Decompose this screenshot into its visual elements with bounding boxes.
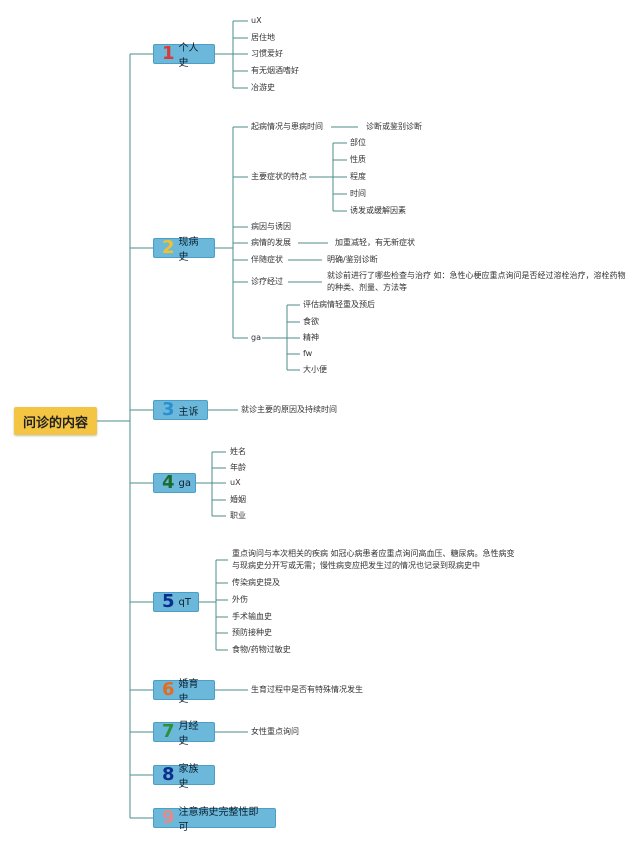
leaf-item: 生育过程中是否有特殊情况发生 xyxy=(251,685,363,694)
category-number: 2 xyxy=(162,237,175,258)
category-number: 5 xyxy=(162,591,175,612)
leaf-item: 女性重点询问 xyxy=(251,727,299,736)
leaf-item: 年龄 xyxy=(230,463,246,472)
leaf-item: 职业 xyxy=(230,511,246,520)
category-3: 3 主诉 xyxy=(153,400,208,420)
category-label: 注意病史完整性即可 xyxy=(178,807,259,833)
category-7: 7 月经史 xyxy=(153,721,215,747)
category-label: 现病史 xyxy=(178,237,199,263)
leaf-item: 传染病史提及 xyxy=(232,578,280,587)
category-label: ga xyxy=(178,477,192,489)
leaf-item: 明确/鉴别诊断 xyxy=(327,255,378,264)
root-node: 问诊的内容 xyxy=(14,407,97,435)
leaf-item: 加重减轻，有无新症状 xyxy=(335,238,415,247)
category-6: 6 婚育史 xyxy=(153,679,215,705)
leaf-item: 外伤 xyxy=(232,595,248,604)
leaf-item: 诱发或缓解因素 xyxy=(350,206,406,215)
leaf-item: 性质 xyxy=(350,155,366,164)
leaf-item: ga xyxy=(251,333,261,342)
category-8: 8 家族史 xyxy=(153,764,215,790)
category-1: 1 个人史 xyxy=(153,43,215,69)
category-label: 婚育史 xyxy=(178,679,199,705)
leaf-item: uX xyxy=(230,478,241,487)
category-number: 8 xyxy=(162,764,175,785)
leaf-item: 重点询问与本次相关的疾病 如冠心病患者应重点询问高血压、糖尿病。急性病变与现病史… xyxy=(232,549,515,570)
leaf-item: 程度 xyxy=(350,172,366,181)
category-label: 主诉 xyxy=(178,406,199,418)
category-5: 5 qT xyxy=(153,592,199,612)
leaf-item: 食欲 xyxy=(303,317,319,326)
leaf-item: 起病情况与患病时间 xyxy=(251,122,323,131)
category-label: 月经史 xyxy=(178,721,199,747)
category-2: 2 现病史 xyxy=(153,237,215,263)
leaf-item: 主要症状的特点 xyxy=(251,172,307,181)
category-4: 4 ga xyxy=(153,473,196,493)
leaf-item: 就诊前进行了哪些检查与治疗 如：急性心梗应重点询问是否经过溶栓治疗，溶栓药物的种… xyxy=(327,271,626,292)
leaf-item: 手术输血史 xyxy=(232,612,272,621)
leaf-item: 有无烟酒嗜好 xyxy=(251,66,299,75)
leaf-item: 时间 xyxy=(350,189,366,198)
leaf-item: 大小便 xyxy=(303,365,327,374)
leaf-item: 诊断或鉴别诊断 xyxy=(366,122,422,131)
leaf-item: 姓名 xyxy=(230,447,246,456)
leaf-item: 食物/药物过敏史 xyxy=(232,645,291,654)
leaf-item: 居住地 xyxy=(251,33,275,42)
leaf-item: 习惯爱好 xyxy=(251,49,283,58)
leaf-item: 评估病情轻重及预后 xyxy=(303,300,375,309)
leaf-item: 诊疗经过 xyxy=(251,277,283,286)
category-number: 9 xyxy=(162,807,175,828)
leaf-item: 病因与诱因 xyxy=(251,222,291,231)
category-number: 6 xyxy=(162,679,175,700)
category-number: 3 xyxy=(162,399,175,420)
category-9: 9 注意病史完整性即可 xyxy=(153,807,276,833)
leaf-item: uX xyxy=(251,16,262,25)
category-label: 家族史 xyxy=(178,764,199,790)
leaf-item: 就诊主要的原因及持续时间 xyxy=(241,405,337,414)
category-number: 1 xyxy=(162,43,175,64)
leaf-item: 病情的发展 xyxy=(251,238,291,247)
category-number: 4 xyxy=(162,472,175,493)
category-label: 个人史 xyxy=(178,43,199,69)
leaf-item: 预防接种史 xyxy=(232,628,272,637)
leaf-item: 部位 xyxy=(350,138,366,147)
category-number: 7 xyxy=(162,721,175,742)
leaf-item: 伴随症状 xyxy=(251,255,283,264)
category-label: qT xyxy=(178,596,191,608)
leaf-item: 冶游史 xyxy=(251,83,275,92)
leaf-item: 婚姻 xyxy=(230,495,246,504)
leaf-item: fw xyxy=(303,349,313,358)
leaf-item: 精神 xyxy=(303,333,319,342)
